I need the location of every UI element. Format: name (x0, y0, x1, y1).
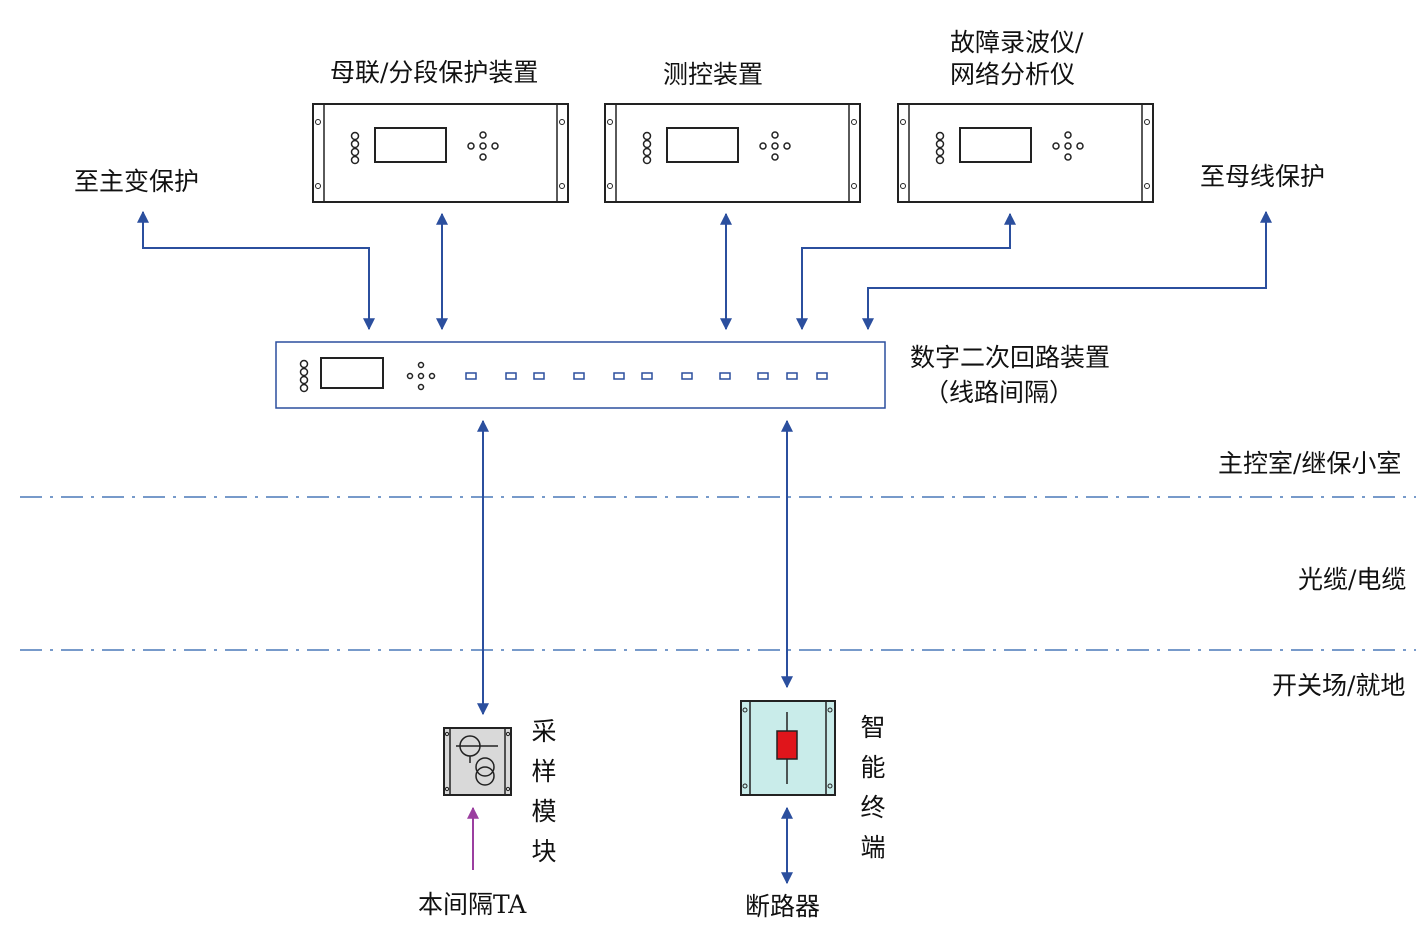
smart-terminal-char: 终 (860, 793, 886, 822)
link-to-bus-protection (862, 210, 1272, 331)
to-bus-protection-label: 至母线保护 (1200, 162, 1326, 191)
to-transformer-protection-label: 至主变保护 (74, 167, 200, 196)
main-device-sublabel: （线路间隔） (924, 378, 1075, 407)
smart-terminal-char: 端 (860, 833, 886, 862)
sampling-module-char: 模 (531, 797, 557, 826)
measure-control-label: 测控装置 (663, 60, 764, 89)
measure-control-device[interactable] (604, 103, 861, 203)
zone-label-cable: 光缆/电缆 (1298, 565, 1407, 594)
fault-recorder-label-line2: 网络分析仪 (950, 60, 1076, 89)
fault-recorder-label-line1: 故障录波仪/ (950, 28, 1084, 57)
breaker-icon (776, 730, 798, 760)
main-device-label: 数字二次回路装置 (910, 343, 1111, 372)
ta-label: 本间隔TA (418, 890, 527, 919)
busbar-protection-label: 母联/分段保护装置 (330, 58, 539, 87)
fault-recorder-device[interactable] (897, 103, 1154, 203)
link-to-transformer-protection (137, 210, 375, 331)
sampling-module-char: 采 (531, 717, 557, 746)
link-fault-recorder (796, 212, 1016, 331)
sampling-module-label: 采 样 模 块 (529, 712, 559, 872)
busbar-protection-device[interactable] (312, 103, 569, 203)
digital-secondary-circuit-device[interactable] (275, 341, 886, 409)
optical-port-row (465, 372, 828, 380)
zone-label-switchyard: 开关场/就地 (1272, 671, 1406, 700)
zone-label-control-room: 主控室/继保小室 (1218, 449, 1402, 478)
current-transformer-icon (456, 735, 498, 786)
smart-terminal-char: 智 (860, 713, 886, 742)
sampling-module-char: 样 (531, 757, 557, 786)
smart-terminal[interactable] (740, 700, 836, 796)
smart-terminal-label: 智 能 终 端 (858, 708, 888, 868)
sampling-module-char: 块 (531, 837, 557, 866)
breaker-label: 断路器 (745, 892, 821, 921)
sampling-module[interactable] (443, 727, 512, 796)
smart-terminal-char: 能 (860, 753, 886, 782)
